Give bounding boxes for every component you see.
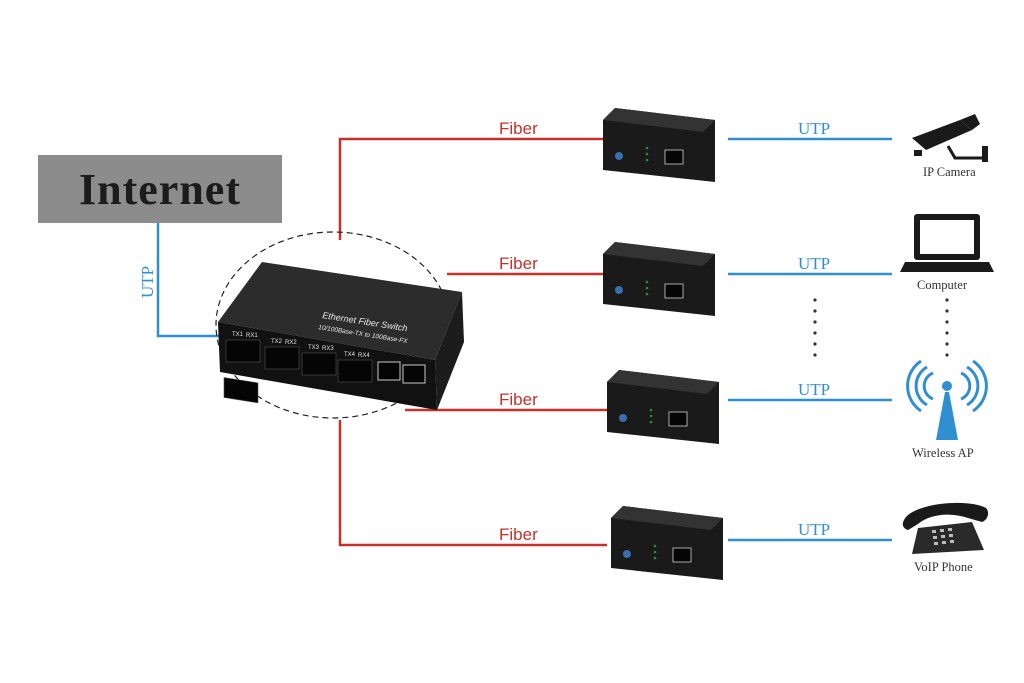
fiber-label-1: Fiber [499,119,538,138]
device-label-voip-phone: VoIP Phone [914,560,973,574]
port-label-tx4: TX4 [344,352,356,358]
device-label-ip-camera: IP Camera [923,165,976,179]
media-converter-1 [603,108,715,182]
rj45-port-1 [377,361,401,381]
utp-label-1: UTP [798,119,830,138]
computer-icon [900,214,994,272]
continuation-dots-right [945,298,949,357]
device-label-computer: Computer [917,278,968,292]
fiber-label-2: Fiber [499,254,538,273]
port-label-tx3: TX3 [308,345,320,351]
fiber-port-2 [264,346,300,370]
port-label-rx2: RX2 [285,340,297,346]
uplink-utp-label: UTP [138,266,157,298]
fiber-switch: Ethernet Fiber Switch 10/100Base-TX to 1… [218,262,464,410]
port-label-tx1: TX1 [232,332,244,338]
ip-camera-icon [912,114,988,162]
rj45-port-2 [402,364,426,384]
continuation-dots-left [813,298,817,357]
wireless-ap-icon [906,359,988,440]
fiber-label-4: Fiber [499,525,538,544]
utp-label-4: UTP [798,520,830,539]
fiber-line-4 [338,420,607,547]
fiber-port-1 [225,339,261,363]
port-label-rx3: RX3 [322,346,334,352]
voip-phone-icon [902,502,989,554]
fiber-line-1 [338,137,607,240]
internet-box: Internet [38,155,282,223]
port-label-rx4: RX4 [358,353,370,359]
utp-label-2: UTP [798,254,830,273]
media-converter-2 [603,242,715,316]
uplink-utp-line [156,223,226,338]
utp-label-3: UTP [798,380,830,399]
internet-label: Internet [79,164,241,214]
device-label-wireless-ap: Wireless AP [912,446,974,460]
port-label-tx2: TX2 [271,339,283,345]
fiber-label-3: Fiber [499,390,538,409]
fiber-port-4 [337,359,373,383]
media-converter-3 [607,370,719,444]
media-converter-4 [611,506,723,580]
port-label-rx1: RX1 [246,333,258,339]
fiber-port-3 [301,352,337,376]
